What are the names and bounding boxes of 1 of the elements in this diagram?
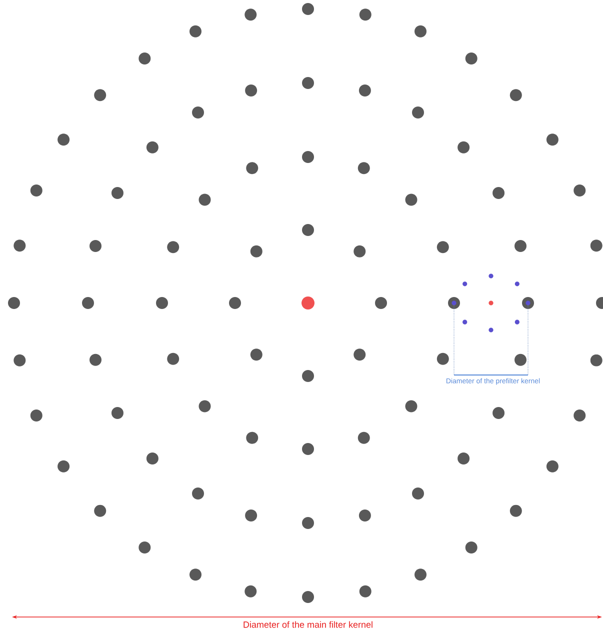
dimension-label: Diameter of the main filter kernel: [244, 621, 372, 628]
